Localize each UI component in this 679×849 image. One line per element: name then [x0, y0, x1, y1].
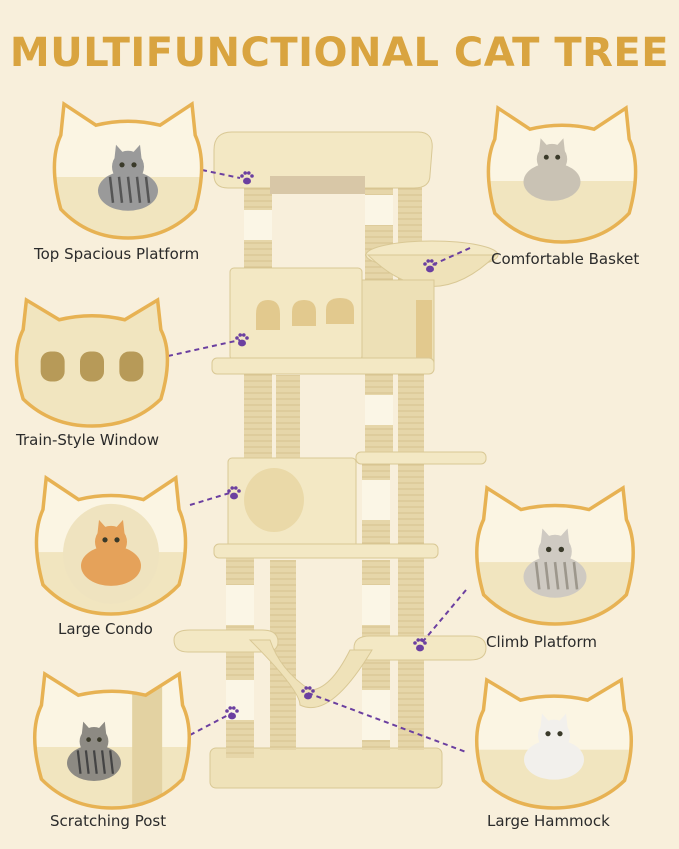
- paw-icon: [235, 333, 249, 347]
- feature-label-scratching-post: Scratching Post: [50, 812, 167, 830]
- condo-box: [227, 457, 357, 549]
- cat-in-hammock-icon: [475, 677, 633, 810]
- window-holes-icon: [14, 297, 170, 428]
- feature-bubble: [44, 96, 212, 244]
- paw-icon: [240, 171, 254, 185]
- connector-lines: [167, 169, 471, 753]
- feature-label-condo: Large Condo: [58, 620, 153, 638]
- feature-bubble: [24, 666, 200, 814]
- feature-label-basket: Comfortable Basket: [491, 250, 640, 268]
- side-perch: [355, 451, 487, 465]
- hammock: [248, 639, 373, 709]
- paw-icon: [301, 686, 315, 700]
- feature-label-window: Train-Style Window: [16, 431, 159, 449]
- feature-bubble: [26, 470, 196, 620]
- cat-on-platform-icon: [475, 485, 635, 626]
- left-lower-platform: [173, 629, 279, 653]
- paw-icon: [423, 259, 437, 273]
- feature-label-top-platform: Top Spacious Platform: [34, 245, 200, 263]
- cat-in-condo-icon: [34, 474, 188, 616]
- feature-bubble: [478, 100, 646, 248]
- feature-label-hammock: Large Hammock: [487, 812, 610, 830]
- cat-tree: [173, 131, 499, 789]
- paw-markers: [225, 171, 437, 720]
- cat-in-basket-icon: [486, 104, 638, 244]
- top-platform: [213, 131, 433, 189]
- feature-label-climb-platform: Climb Platform: [486, 633, 597, 651]
- paw-icon: [227, 486, 241, 500]
- paw-icon: [413, 638, 427, 652]
- paw-icon: [225, 706, 239, 720]
- mid-shelf: [211, 357, 435, 375]
- cat-on-platform-icon: [52, 100, 204, 240]
- train-window-box: [229, 267, 435, 369]
- tree-base: [209, 747, 443, 789]
- feature-bubble: [6, 292, 178, 432]
- feature-bubble: [466, 480, 644, 630]
- feature-bubble: [466, 672, 642, 814]
- condo-shelf: [213, 543, 439, 559]
- page-title: MULTIFUNCTIONAL CAT TREE: [9, 30, 670, 76]
- kitten-scratching-icon: [33, 671, 191, 810]
